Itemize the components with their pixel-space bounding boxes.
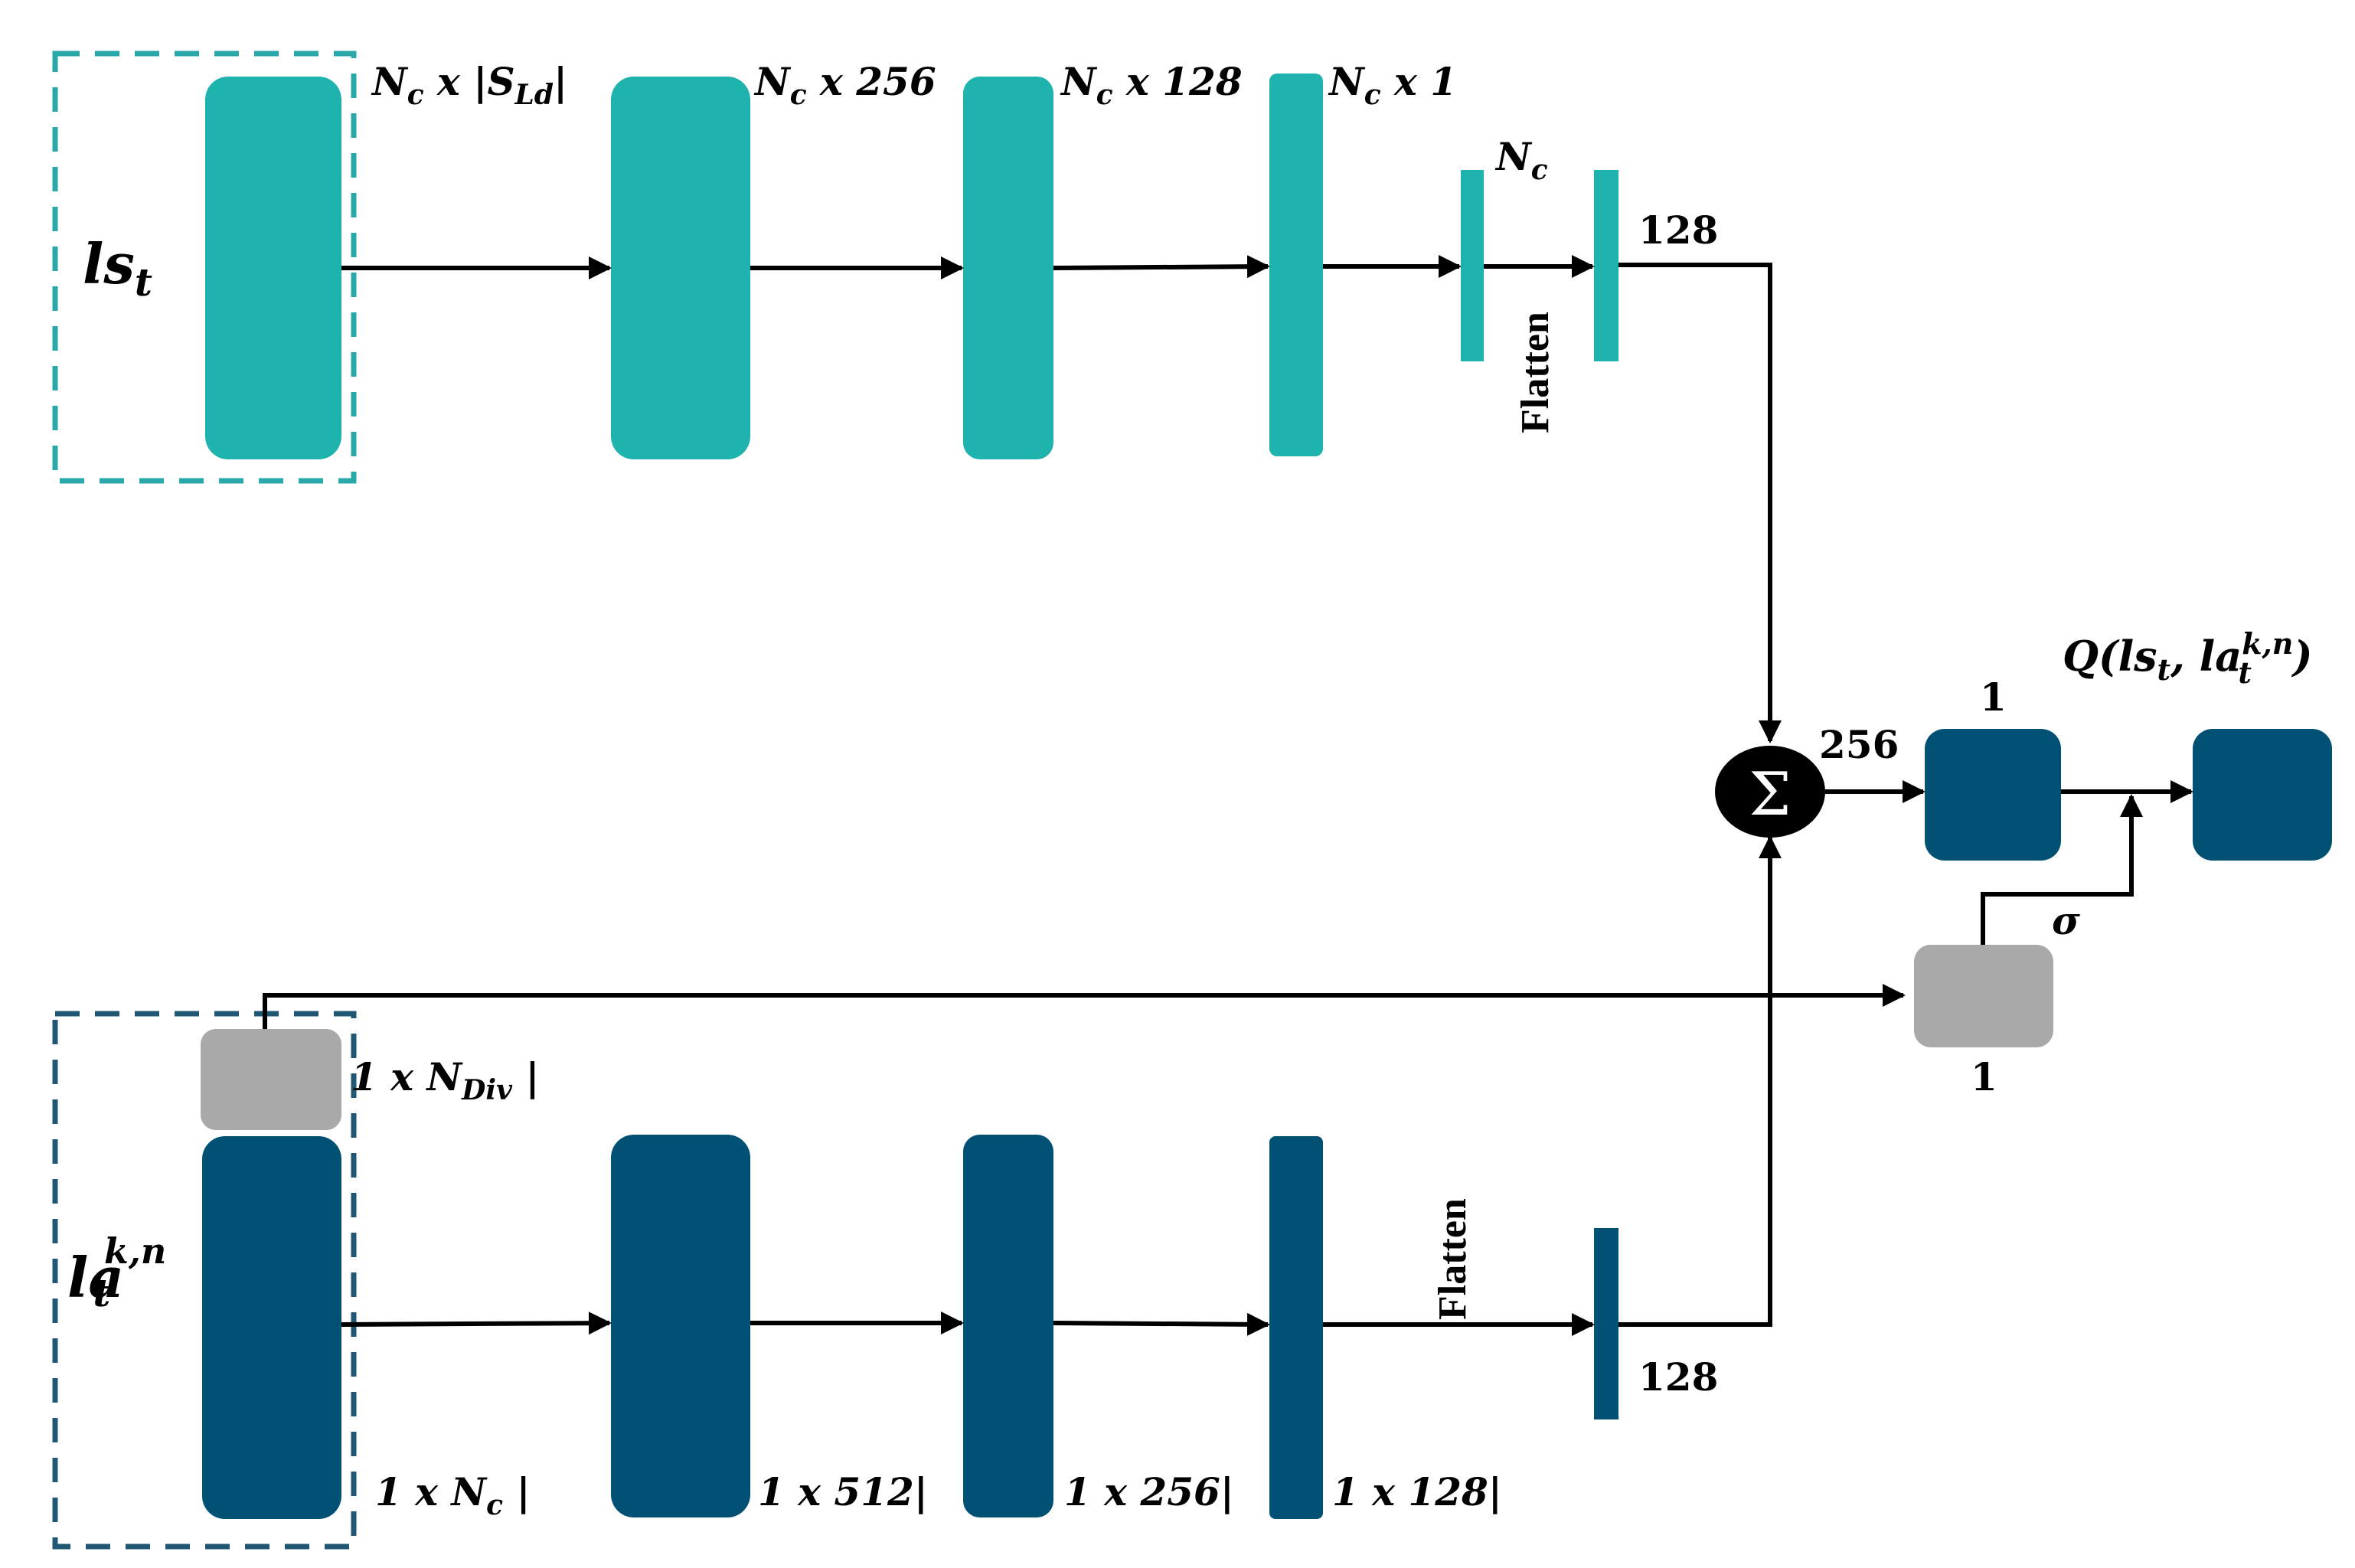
sum-symbol: Σ bbox=[1749, 760, 1791, 829]
merge-dense-block bbox=[1925, 729, 2061, 861]
action-dim-label-1: 1 x 512| bbox=[758, 1469, 928, 1515]
action-flatten-label: Flatten bbox=[1431, 1198, 1475, 1320]
state-nc-label: Nc bbox=[1494, 134, 1548, 186]
state-out-size-label: 128 bbox=[1638, 207, 1718, 253]
action-div-block bbox=[201, 1029, 341, 1130]
state-input-frame bbox=[52, 51, 357, 484]
gate-sigma-label: σ bbox=[2052, 898, 2080, 943]
state-dim-label-1: Nc x 256 bbox=[753, 59, 936, 111]
gate-block bbox=[1914, 945, 2053, 1047]
merge-dense-size-label: 1 bbox=[1980, 675, 2007, 720]
state-input-block bbox=[205, 77, 341, 459]
action-dim-label-3: 1 x 128| bbox=[1332, 1469, 1502, 1515]
action-dense-256-block bbox=[963, 1135, 1053, 1517]
state-flatten-label: Flatten bbox=[1514, 312, 1557, 433]
state-nc-bar bbox=[1461, 170, 1484, 361]
action-dim-label-2: 1 x 256| bbox=[1064, 1469, 1234, 1515]
state-arrows bbox=[341, 255, 1782, 743]
action-div-dim-label: 1 x NDiv | bbox=[351, 1054, 540, 1106]
state-dense-128-block bbox=[963, 77, 1053, 459]
state-dim-label-3: Nc x 1 bbox=[1328, 59, 1457, 111]
merge-arrows bbox=[1825, 780, 2193, 945]
action-out-size-label: 128 bbox=[1638, 1354, 1718, 1400]
state-dim-label-2: Nc x 128 bbox=[1060, 59, 1243, 111]
gate-size-label: 1 bbox=[1971, 1054, 1997, 1099]
state-dense-256-block bbox=[611, 77, 750, 459]
action-input-block bbox=[202, 1136, 341, 1519]
state-input-label: lst bbox=[83, 231, 152, 305]
sum-node bbox=[1715, 746, 1825, 838]
action-128-bar bbox=[1594, 1228, 1618, 1419]
action-input-frame bbox=[52, 1011, 357, 1550]
q-output-block bbox=[2193, 729, 2332, 861]
action-arrows bbox=[263, 835, 1906, 1336]
state-dense-1-block bbox=[1269, 74, 1323, 456]
sum-size-label: 256 bbox=[1819, 722, 1899, 767]
action-dense-512-block bbox=[611, 1135, 750, 1517]
action-dense-128-block bbox=[1269, 1136, 1323, 1519]
state-128-bar bbox=[1594, 170, 1618, 361]
action-dim-label-0: 1 x Nc | bbox=[375, 1469, 531, 1521]
state-dim-label-0: Nc x |SLd| bbox=[371, 59, 567, 111]
